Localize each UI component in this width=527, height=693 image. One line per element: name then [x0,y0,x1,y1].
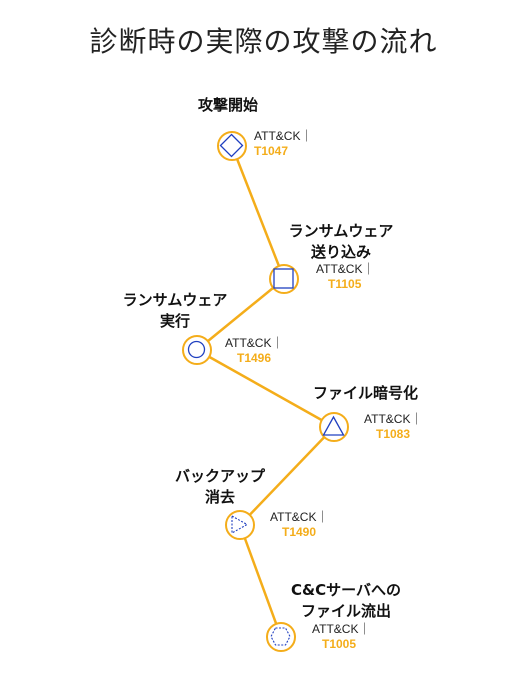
page-title: 診断時の実際の攻撃の流れ [89,25,438,58]
connector-5-6 [238,524,283,638]
step-6-attack-ref: ATT&CK｜ T1005 [312,622,370,652]
step-6-node [266,622,296,652]
connector-2-3 [196,278,285,351]
step-5-attack-ref: ATT&CK｜ T1490 [270,510,328,540]
step-2-node [269,264,299,294]
step-6-technique-id: T1005 [322,637,357,651]
connector-4-5 [239,426,335,526]
step-1-label: 攻撃開始 [198,96,259,114]
step-4-att-label: ATT&CK｜ [364,412,423,426]
square-icon [273,268,294,289]
step-4-node [319,412,349,442]
step-2-att-label: ATT&CK｜ [316,262,375,276]
step-4-label: ファイル暗号化 [313,384,419,402]
step-3-attack-ref: ATT&CK｜ T1496 [225,336,283,366]
step-4-technique-id: T1083 [376,427,411,441]
step-4-attack-ref: ATT&CK｜ T1083 [364,412,422,442]
step-3-node [182,335,212,365]
step-1-attack-ref: ATT&CK｜ T1047 [254,129,312,159]
triangle-icon [322,415,345,436]
circle-icon [187,340,206,359]
step-5-att-label: ATT&CK｜ [270,510,329,524]
step-1-technique-id: T1047 [254,144,289,158]
step-5-node [225,510,255,540]
step-6-label: C&Cサーバへの ファイル流出 [291,581,401,620]
dashed-hexagon-icon [270,627,291,646]
step-3-att-label: ATT&CK｜ [225,336,284,350]
step-3-technique-id: T1496 [237,351,272,365]
step-1-att-label: ATT&CK｜ [254,129,313,143]
step-3-label: ランサムウェア 実行 [122,291,228,330]
diamond-icon [219,133,244,158]
step-2-technique-id: T1105 [328,277,362,291]
step-5-technique-id: T1490 [282,525,317,539]
dashed-triangle-right-icon [231,515,249,534]
step-2-label: ランサムウェア 送り込み [288,222,394,261]
step-5-label: バックアップ 消去 [174,467,265,506]
connector-3-4 [196,348,335,429]
step-1-node [217,131,247,161]
step-2-attack-ref: ATT&CK｜ T1105 [316,262,374,292]
connector-1-2 [230,145,286,280]
step-6-att-label: ATT&CK｜ [312,622,371,636]
